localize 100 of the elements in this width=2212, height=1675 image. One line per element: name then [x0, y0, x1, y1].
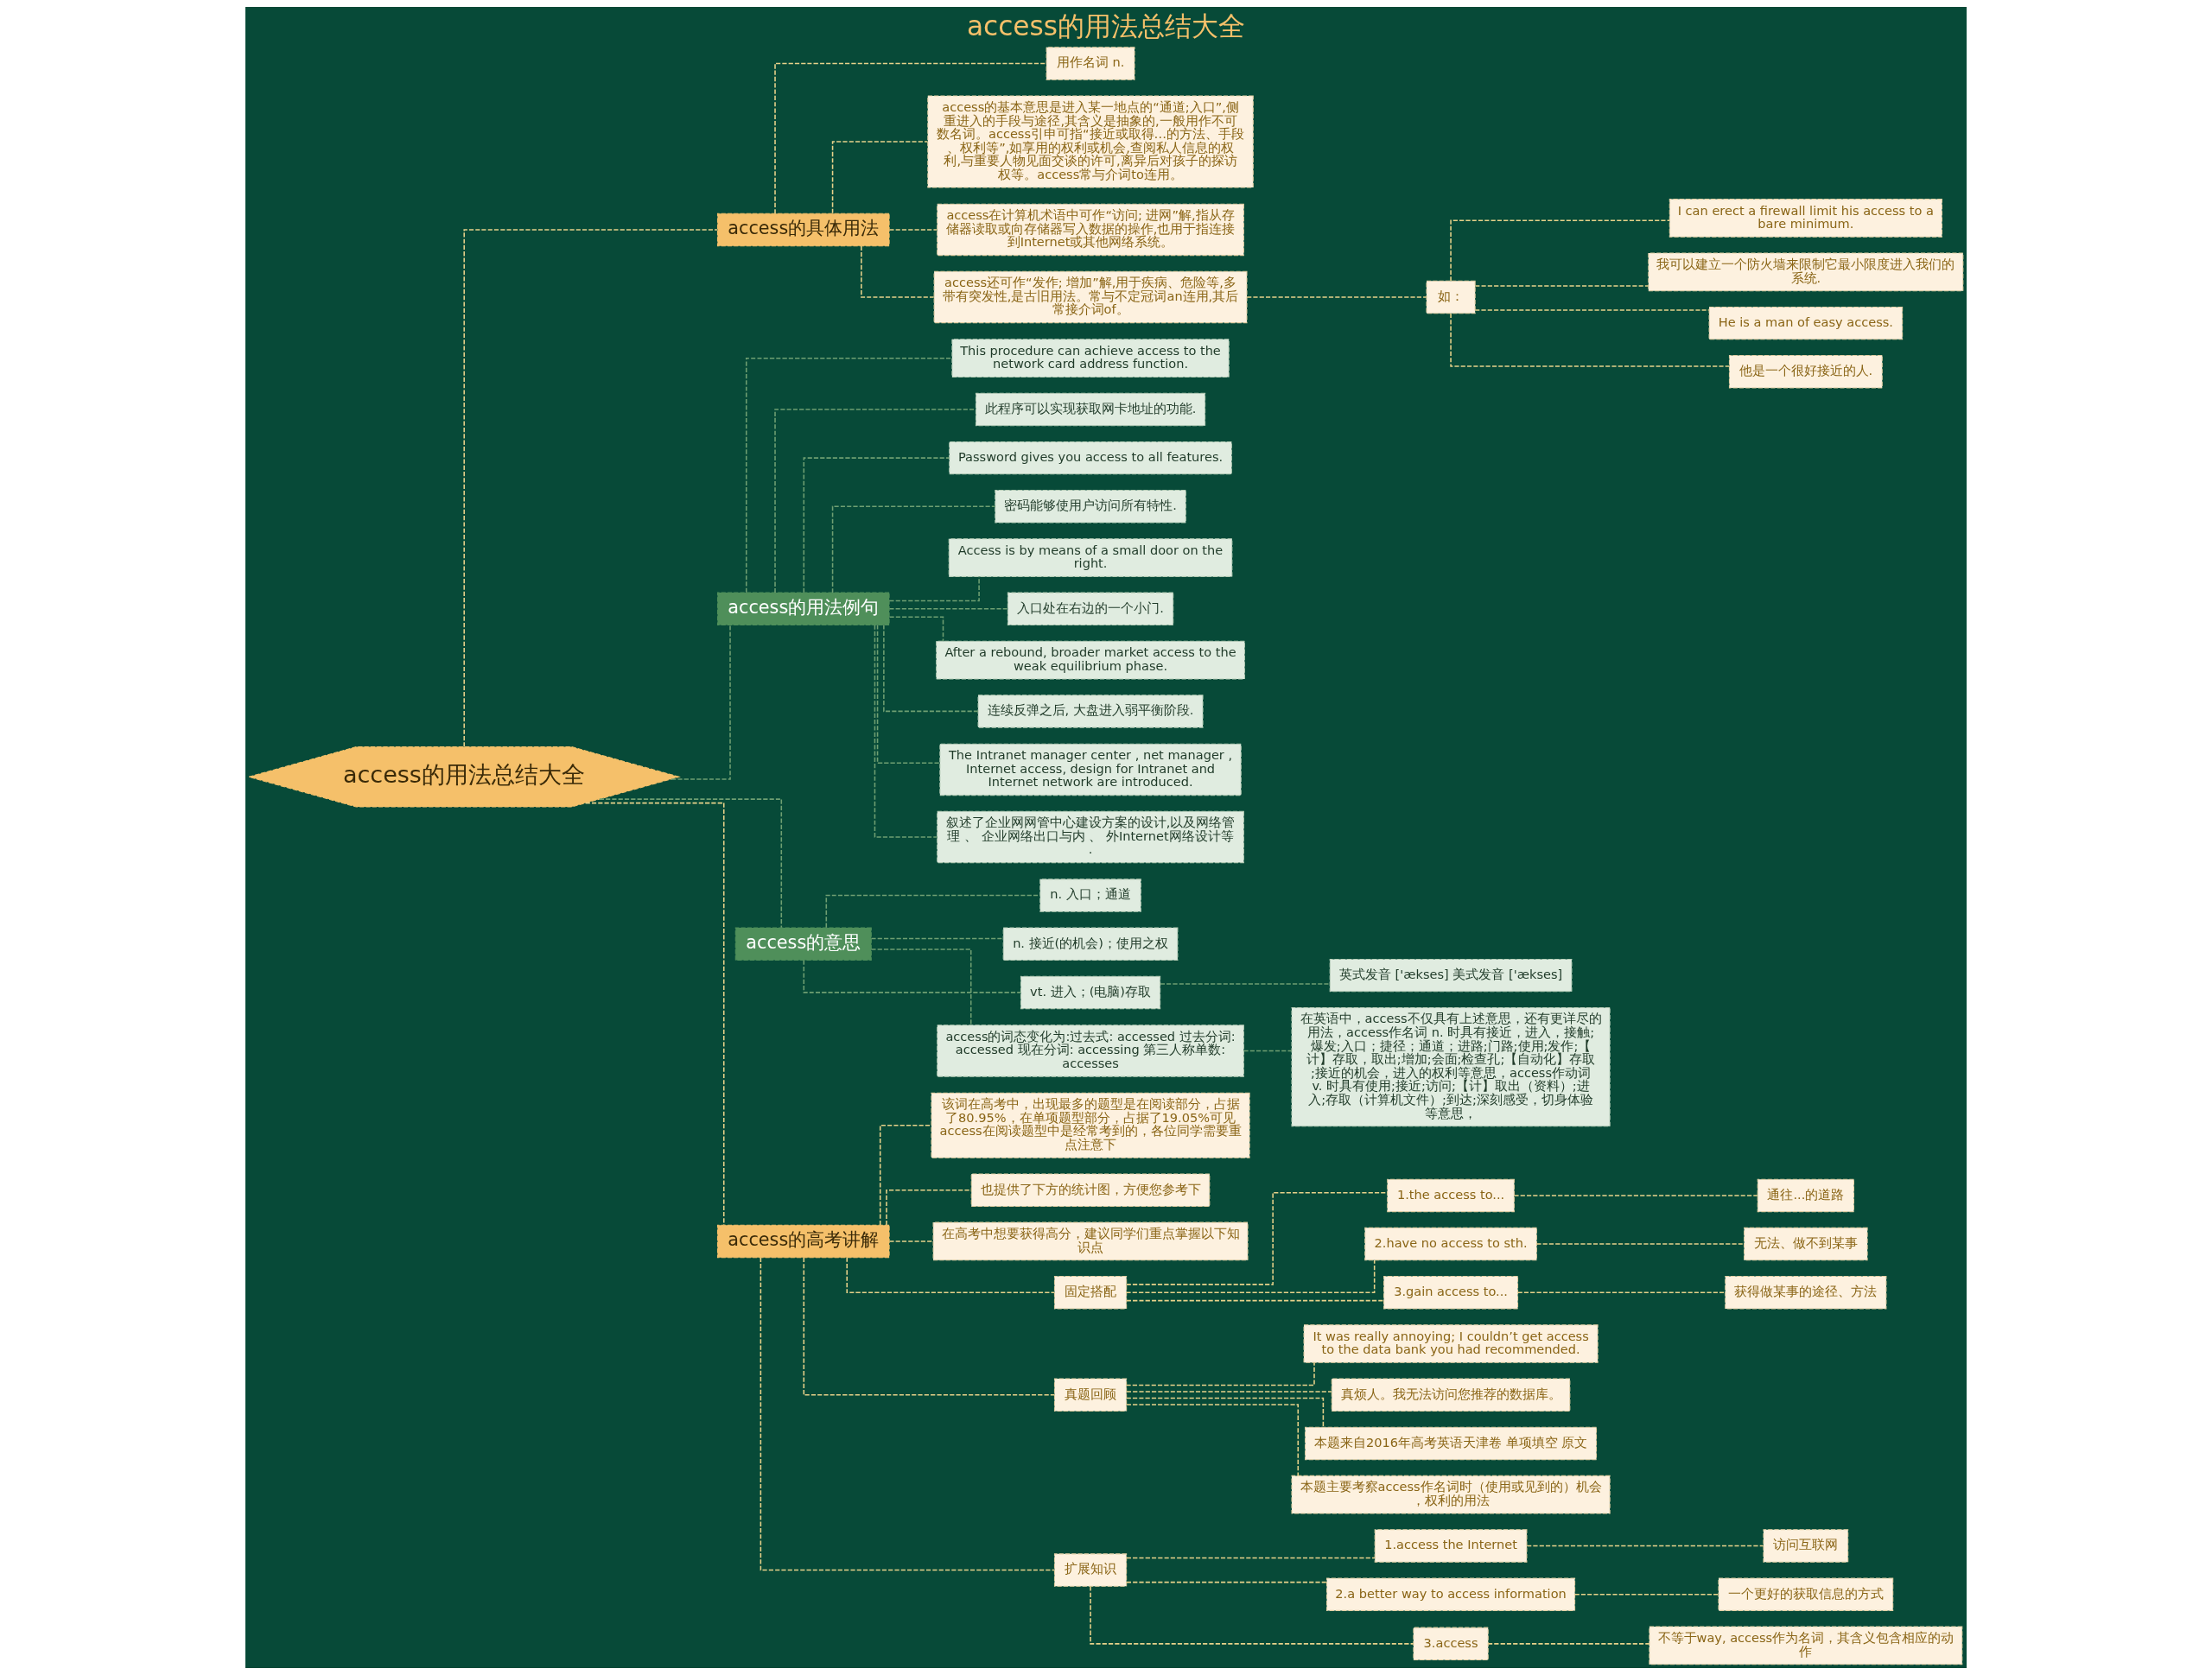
node-box: 2.have no access to sth.	[1364, 1227, 1537, 1261]
node-box: After a rebound, broader market access to the weak equilibrium phase.	[936, 640, 1245, 680]
connector	[888, 608, 1008, 610]
node-box: 2.a better way to access information	[1326, 1577, 1576, 1611]
connector	[1243, 1050, 1293, 1052]
connector	[803, 457, 950, 593]
connector	[1090, 1585, 1414, 1645]
connector	[1246, 296, 1427, 298]
connector	[1160, 983, 1331, 985]
connector	[870, 937, 1004, 940]
connector	[745, 357, 953, 593]
connector	[803, 959, 1022, 993]
connector	[1513, 1195, 1758, 1196]
node-box: 固定搭配	[1053, 1276, 1128, 1310]
node-box: 真题回顾	[1053, 1378, 1128, 1412]
node-box: Password gives you access to all features.	[949, 441, 1232, 475]
connector	[846, 1256, 1055, 1293]
node-box: access的高考讲解	[716, 1224, 890, 1259]
connector	[1474, 285, 1649, 287]
connector	[1126, 1391, 1332, 1393]
connector	[1535, 1243, 1745, 1245]
node-box: 3.access	[1413, 1627, 1489, 1661]
connector	[1126, 1557, 1376, 1559]
connector	[1573, 1593, 1719, 1596]
node-box: 英式发音 ['ækses] 美式发音 ['ækses]	[1329, 958, 1573, 993]
connector	[671, 624, 731, 780]
connector	[861, 245, 935, 298]
connector	[463, 229, 718, 748]
node-box: access的具体用法	[716, 213, 890, 247]
node-box: 该词在高考中，出现最多的题型是在阅读部分，占据了80.95%，在单项题型部分，占据了19.05%可见access在阅读题型中是经常考到的，各位同学需要重点注意下	[931, 1092, 1250, 1158]
node-box: 在英语中，access不仅具有上述意思，还有更详尽的用法，access作名词 n. 时具有接近，进入，接触;爆发;入口；捷径；通道；进路;门路;使用;发作;【计】存取，取出;增加;会面;检查孔;【自动化】存取;接近的机会，进入的权利等意思，access作动词 v. 时具有使用;接近;访问;【计】取出（资料）;进入;存取（计算机文件）;到达;深刻感受，切身体验等意思，	[1291, 1007, 1611, 1127]
node-box: 也提供了下方的统计图，方便您参考下	[970, 1173, 1211, 1207]
node-box: 在高考中想要获得高分，建议同学们重点掌握以下知识点	[932, 1221, 1249, 1261]
node-box: access的基本意思是进入某一地点的“通道;入口”,侧重进入的手段与途径,其含义是抽象的,一般用作不可数名词。access引申可指“接近或取得…的方法、手段、权利等”,如享用的权利或机会,查阅私人信息的权利,与重要人物见面交谈的许可,离异后对孩子的探访权等。access常与介词to连用。	[927, 95, 1254, 188]
node-box: 用作名词 n.	[1046, 47, 1135, 80]
connector	[1126, 1581, 1328, 1583]
connector	[1526, 1545, 1764, 1547]
node-box: n. 入口；通道	[1039, 879, 1141, 912]
connector	[888, 1240, 934, 1242]
node-box: It was really annoying; I couldn’t get access to the data bank you had recommended.	[1303, 1324, 1599, 1363]
connector	[1126, 1397, 1325, 1428]
node-box: 密码能够使用户访问所有特性.	[995, 490, 1186, 523]
connector	[888, 229, 938, 231]
connector	[599, 798, 783, 929]
connector	[870, 949, 972, 1026]
diagram-title: access的用法总结大全	[966, 10, 1246, 42]
node-box: access在计算机术语中可作“访问; 进网”解,指从存储器读取或向存储器写入数据的操作,也用于指连接到Internet或其他网络系统。	[937, 203, 1244, 257]
connector	[1517, 1291, 1726, 1293]
node-box: 叙述了企业网网管中心建设方案的设计,以及网络管理 、 企业网络出口与内 、 外Internet网络设计等.	[937, 810, 1244, 864]
node-box: 通往...的道路	[1757, 1178, 1854, 1213]
node-box: 此程序可以实现获取网卡地址的功能.	[975, 392, 1206, 427]
connector	[1450, 313, 1730, 367]
connector	[1126, 1404, 1300, 1476]
connector	[774, 409, 976, 593]
node-box: Access is by means of a small door on the right.	[948, 538, 1233, 577]
connector	[1125, 1259, 1376, 1293]
connector	[1126, 1299, 1385, 1302]
node-box: 3.gain access to...	[1383, 1276, 1519, 1310]
node-box: I can erect a firewall limit his access to a bare minimum.	[1669, 199, 1942, 238]
connector	[760, 1257, 1055, 1571]
node-box: 获得做某事的途径、方法	[1725, 1276, 1887, 1310]
node-box: 一个更好的获取信息的方式	[1718, 1577, 1894, 1611]
node-box: 1.access the Internet	[1374, 1529, 1528, 1563]
node-box: 如：	[1426, 280, 1476, 314]
connector	[876, 624, 941, 764]
node-box: 连续反弹之后, 大盘进入弱平衡阶段.	[977, 695, 1204, 728]
node-box: 无法、做不到某事	[1744, 1227, 1868, 1261]
node-box: 他是一个很好接近的人.	[1728, 355, 1883, 389]
connector	[1450, 219, 1670, 282]
connector	[1125, 1192, 1389, 1285]
connector	[831, 505, 996, 593]
connector	[774, 62, 1047, 214]
node-box: 入口处在右边的一个小门.	[1007, 592, 1174, 626]
connector	[803, 1257, 1056, 1396]
node-box: 本题主要考察access作名词时（使用或见到的）机会，权利的用法	[1291, 1475, 1611, 1514]
connector	[1474, 309, 1710, 311]
node-box: 本题来自2016年高考英语天津卷 单项填空 原文	[1305, 1426, 1598, 1461]
connector	[831, 141, 929, 214]
node-box: access的意思	[734, 927, 872, 961]
node-box: 我可以建立一个防火墙来限制它最小限度进入我们的系统.	[1648, 252, 1964, 292]
connector	[886, 1189, 972, 1226]
node-box: 扩展知识	[1053, 1553, 1128, 1587]
connector	[874, 625, 938, 838]
node-box: 访问互联网	[1763, 1529, 1849, 1563]
connector	[584, 802, 725, 1226]
node-box: access的用法例句	[716, 592, 890, 626]
connector	[1125, 1361, 1315, 1386]
connector	[1487, 1643, 1650, 1645]
node-box: n. 接近(的机会)；使用之权	[1002, 927, 1179, 961]
connector	[883, 624, 979, 713]
node-box: The Intranet manager center , net manager , Internet access, design for Intranet and Internet network are introduced.	[939, 743, 1242, 796]
connector	[879, 1125, 932, 1226]
node-box: vt. 进入；(电脑)存取	[1020, 975, 1161, 1010]
node-box: 1.the access to...	[1387, 1178, 1515, 1213]
node-box: He is a man of easy access.	[1708, 306, 1904, 340]
node-box: 真烦人。我无法访问您推荐的数据库。	[1331, 1378, 1571, 1412]
node-box: 不等于way, access作为名词，其含义包含相应的动作	[1649, 1626, 1963, 1665]
node-box: access还可作“发作; 增加”解,用于疾病、危险等,多带有突发性,是古旧用法。常与不定冠词an连用,其后常接介词of。	[933, 270, 1248, 324]
node-box: This procedure can achieve access to the network card address function.	[951, 339, 1230, 378]
node-box: access的词态变化为:过去式: accessed 过去分词: accessed 现在分词: accessing 第三人称单数: accesses	[937, 1025, 1244, 1077]
